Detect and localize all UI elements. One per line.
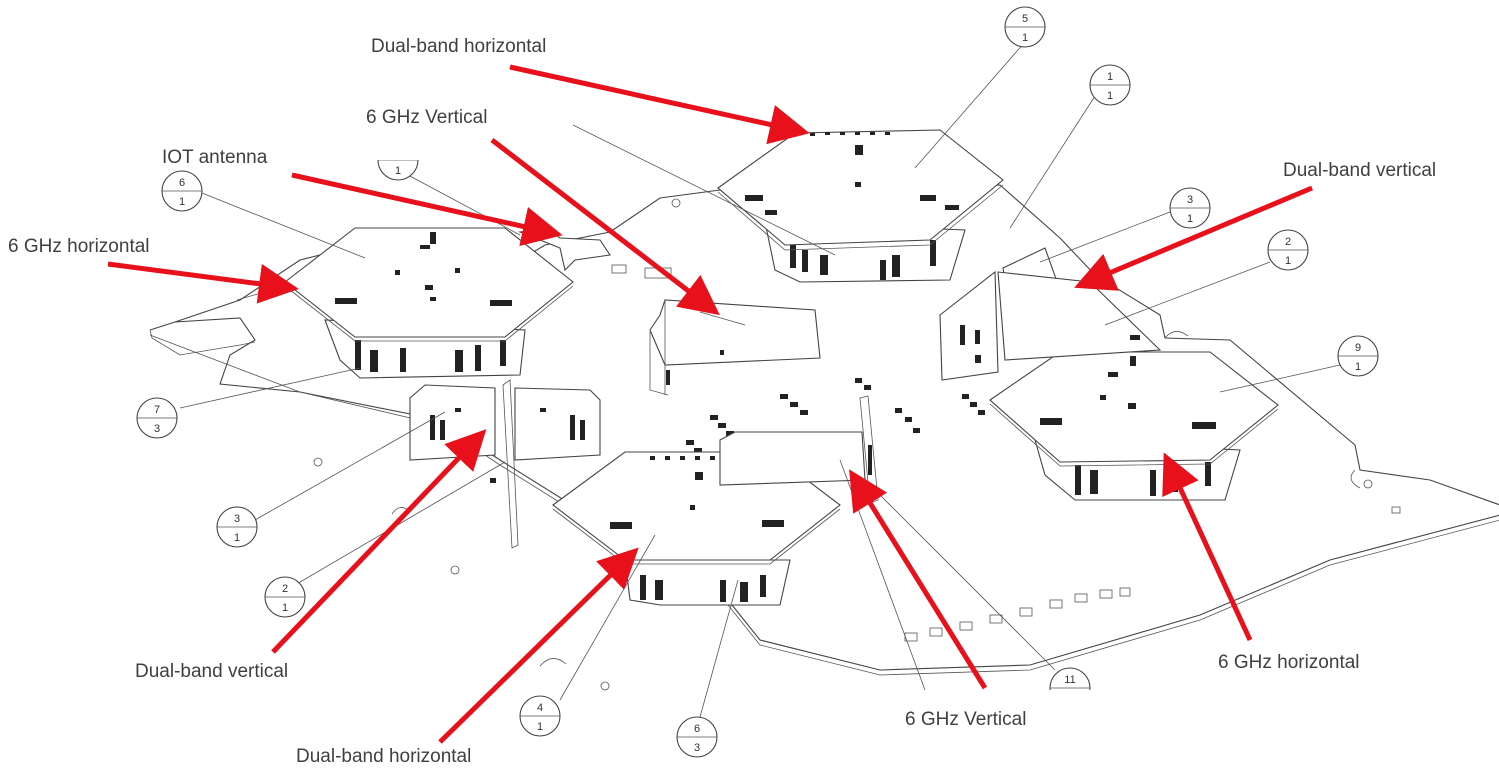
callout-arrows (107, 64, 1313, 744)
svg-text:1: 1 (1107, 71, 1113, 83)
arrow-right-dual-band-vertical (1074, 185, 1313, 291)
svg-text:1: 1 (395, 165, 401, 177)
svg-text:3: 3 (154, 423, 160, 435)
balloon-6-1: 6 1 (161, 170, 203, 212)
label-top-dual-band-horizontal: Dual-band horizontal (371, 36, 546, 57)
center-pads (490, 378, 985, 483)
arrow-bottom-dual-band-vertical (271, 429, 487, 654)
svg-text:1: 1 (1022, 32, 1028, 44)
balloon-3-1-left: 3 1 (216, 506, 258, 548)
svg-text:2: 2 (282, 583, 288, 595)
svg-text:9: 9 (1355, 342, 1361, 354)
svg-text:1: 1 (179, 196, 185, 208)
vertical-board-top-center (649, 299, 821, 396)
label-bottom-dual-band-horizontal: Dual-band horizontal (296, 746, 471, 767)
balloon-1-partial: 1 (370, 130, 430, 181)
balloon-2-1-left: 2 1 (264, 576, 306, 618)
label-bottom-6ghz-vertical: 6 GHz Vertical (905, 709, 1026, 730)
balloon-9-1: 9 1 (1337, 335, 1379, 377)
svg-text:1: 1 (1187, 213, 1193, 225)
balloon-3-1-right: 3 1 (1169, 187, 1211, 229)
balloon-7-3: 7 3 (136, 397, 178, 439)
arrow-top-dual-band-horizontal (509, 64, 810, 145)
svg-text:6: 6 (179, 177, 185, 189)
svg-text:1: 1 (537, 721, 543, 733)
label-left-6ghz-horizontal: 6 GHz horizontal (8, 236, 150, 257)
balloon-6-3: 6 3 (676, 716, 718, 758)
arrow-right-6ghz-horizontal (1162, 452, 1253, 642)
arrow-iot-antenna (291, 172, 563, 247)
svg-text:4: 4 (537, 702, 543, 714)
vertical-board-right (939, 247, 1162, 381)
balloon-5-1: 5 1 (1004, 6, 1046, 48)
label-top-6ghz-vertical: 6 GHz Vertical (366, 107, 487, 128)
vertical-board-bottom-center (719, 395, 879, 504)
callout-labels: Dual-band horizontal 6 GHz Vertical IOT … (8, 36, 1436, 767)
svg-text:1: 1 (282, 602, 288, 614)
svg-text:7: 7 (154, 404, 160, 416)
balloon-4-1: 4 1 (519, 695, 561, 737)
svg-text:5: 5 (1022, 13, 1028, 25)
svg-text:1: 1 (1107, 90, 1113, 102)
svg-text:2: 2 (1285, 236, 1291, 248)
label-right-6ghz-horizontal: 6 GHz horizontal (1218, 652, 1360, 673)
label-right-dual-band-vertical: Dual-band vertical (1283, 160, 1436, 181)
svg-text:3: 3 (1187, 194, 1193, 206)
arrow-bottom-dual-band-horizontal (438, 547, 639, 744)
arrow-left-6ghz-horizontal (107, 261, 299, 304)
edge-components (904, 587, 1131, 642)
svg-text:1: 1 (1355, 361, 1361, 373)
arrow-top-6ghz-vertical (490, 138, 720, 316)
balloon-11: 11 (1040, 667, 1100, 715)
arrow-bottom-6ghz-vertical (849, 469, 988, 690)
label-bottom-dual-band-vertical: Dual-band vertical (135, 661, 288, 682)
hex-board-top (717, 129, 1004, 283)
svg-text:11: 11 (1064, 674, 1075, 686)
svg-text:3: 3 (694, 742, 700, 754)
svg-text:1: 1 (234, 532, 240, 544)
svg-text:1: 1 (1285, 255, 1291, 267)
label-iot-antenna: IOT antenna (162, 147, 268, 168)
svg-text:6: 6 (694, 723, 700, 735)
svg-text:3: 3 (234, 513, 240, 525)
hex-board-left (284, 227, 574, 379)
balloon-2-1-right: 2 1 (1267, 229, 1309, 271)
balloon-1-1: 1 1 (1089, 64, 1131, 106)
